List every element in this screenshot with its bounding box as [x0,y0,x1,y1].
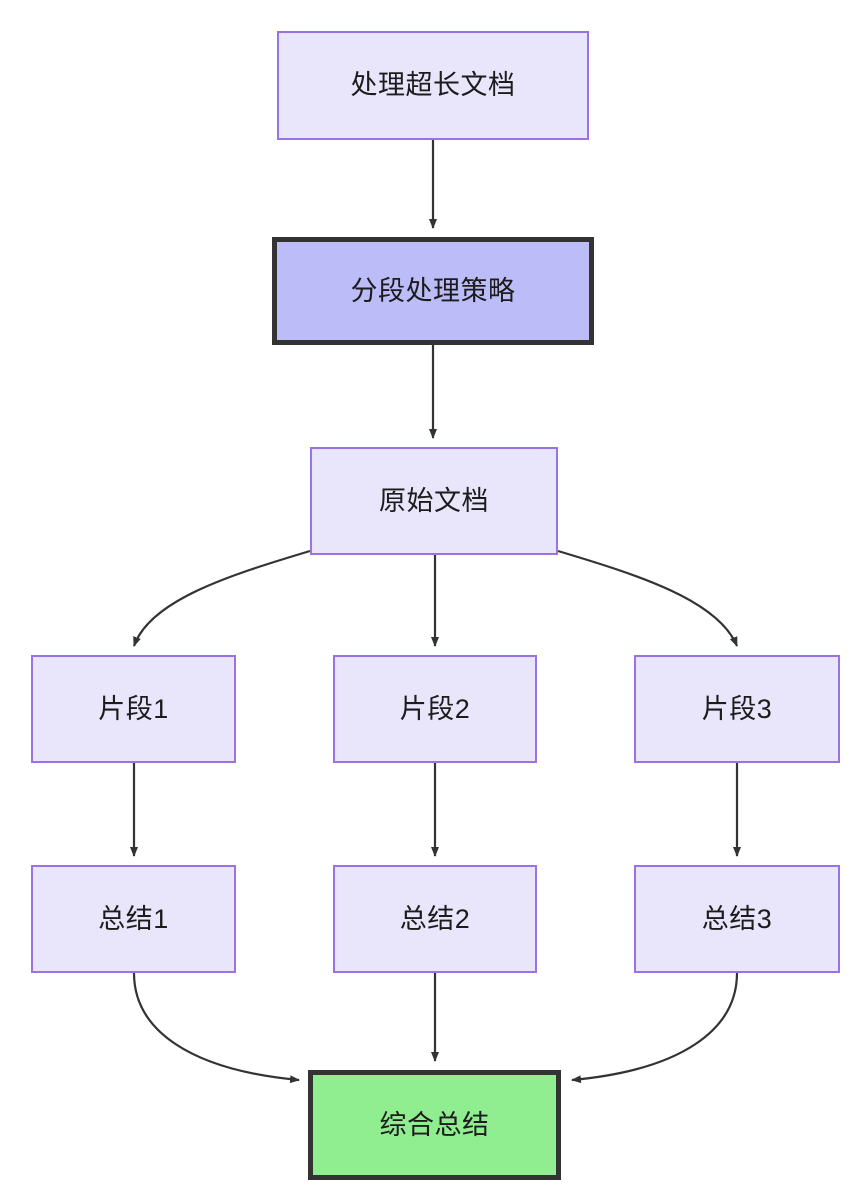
node-summary-1[interactable]: 总结1 [31,865,236,973]
node-fragment-1[interactable]: 片段1 [31,655,236,763]
node-label: 原始文档 [379,485,489,516]
node-label: 片段2 [399,693,471,724]
node-label: 总结3 [701,903,773,934]
node-label: 处理超长文档 [350,70,516,101]
edge-original-doc-to-fragment-1 [132,549,311,647]
edge-summary-3-to-final-summary [571,972,739,1084]
node-chunk-strategy[interactable]: 分段处理策略 [272,237,594,345]
node-fragment-3[interactable]: 片段3 [634,655,840,763]
node-final-summary[interactable]: 综合总结 [308,1070,561,1180]
node-label: 片段3 [701,693,773,724]
node-label: 总结1 [98,903,169,934]
node-summary-3[interactable]: 总结3 [634,865,840,973]
node-original-doc[interactable]: 原始文档 [310,447,558,555]
node-summary-2[interactable]: 总结2 [333,865,537,973]
node-process-long-doc[interactable]: 处理超长文档 [277,31,589,140]
edge-summary-1-to-final-summary [132,972,300,1084]
node-label: 片段1 [98,693,169,724]
node-label: 总结2 [399,903,471,934]
node-label: 分段处理策略 [350,275,516,306]
node-label: 综合总结 [379,1109,490,1140]
edge-original-doc-to-fragment-3 [557,549,739,647]
node-fragment-2[interactable]: 片段2 [333,655,537,763]
